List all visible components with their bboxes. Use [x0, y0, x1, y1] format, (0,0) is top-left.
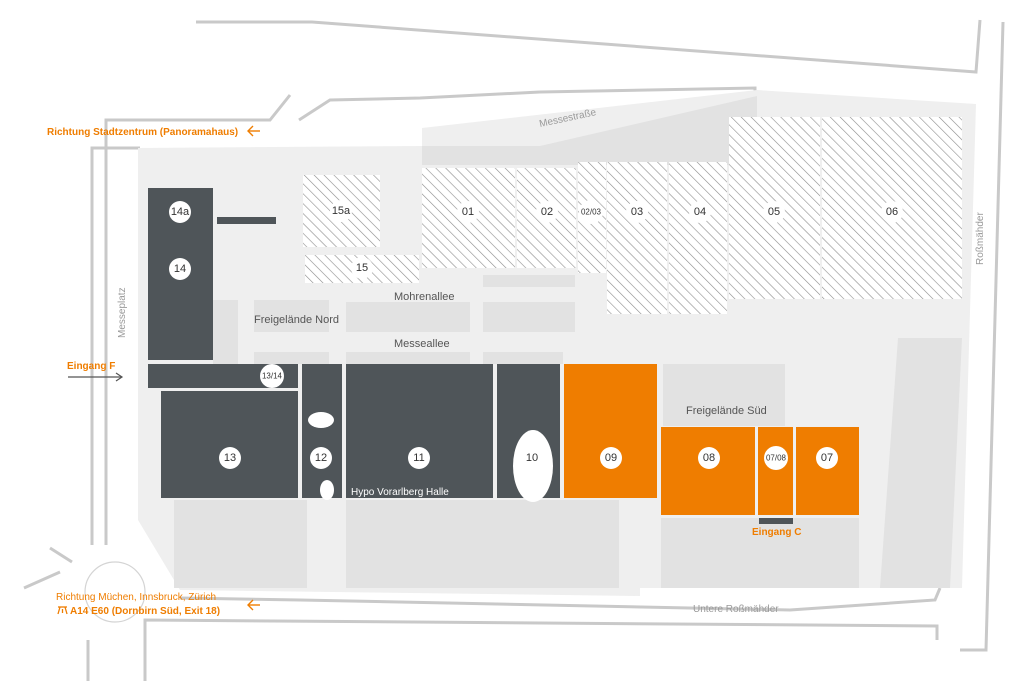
svg-text:13: 13 [224, 452, 236, 464]
svg-text:10: 10 [526, 452, 538, 464]
hall-marker-1314[interactable]: 13/14 [260, 364, 284, 388]
direction-motorway-line1: Richtung Müchen, Innsbruck, Zürich [56, 592, 216, 603]
hall-marker-15a[interactable]: 15a [330, 200, 352, 222]
svg-text:01: 01 [462, 206, 474, 218]
hall-marker-13[interactable]: 13 [219, 447, 241, 469]
hall-marker-12[interactable]: 12 [310, 447, 332, 469]
svg-text:15: 15 [356, 262, 368, 274]
hall-marker-10[interactable]: 10 [521, 447, 543, 469]
roundabout [84, 561, 146, 623]
svg-text:06: 06 [886, 206, 898, 218]
svg-text:15a: 15a [332, 205, 351, 217]
direction-city-centre[interactable]: Richtung Stadtzentrum (Panoramahaus) [47, 125, 260, 138]
hall-marker-11[interactable]: 11 [408, 447, 430, 469]
svg-text:11: 11 [413, 452, 424, 464]
svg-text:05: 05 [768, 206, 780, 218]
open-areas [174, 96, 962, 588]
svg-text:07: 07 [821, 452, 833, 464]
dark-halls [148, 188, 793, 524]
svg-text:14a: 14a [171, 206, 190, 218]
hall-marker-02[interactable]: 02 [536, 201, 558, 223]
street-messeplatz: Messeplatz [117, 287, 128, 338]
svg-text:08: 08 [703, 452, 715, 464]
street-messeallee: Messeallee [394, 338, 450, 350]
direction-motorway[interactable]: Richtung Müchen, Innsbruck, Zürich A14 E… [56, 592, 260, 617]
svg-text:07/08: 07/08 [766, 454, 787, 463]
hall-marker-04[interactable]: 04 [689, 201, 711, 223]
road-lines [23, 19, 1005, 681]
hall-marker-03[interactable]: 03 [626, 201, 648, 223]
area-freigelaende-nord: Freigelände Nord [254, 314, 339, 326]
svg-text:14: 14 [174, 263, 186, 275]
hall-marker-06[interactable]: 06 [881, 201, 903, 223]
label-hypo-hall: Hypo Vorarlberg Halle [351, 487, 449, 498]
street-mohrenallee: Mohrenallee [394, 291, 455, 303]
svg-text:02: 02 [541, 206, 553, 218]
hall-marker-0708[interactable]: 07/08 [764, 446, 788, 470]
svg-text:12: 12 [315, 452, 327, 464]
svg-text:04: 04 [694, 206, 706, 218]
entrance-f[interactable]: Eingang F [67, 361, 124, 382]
entrance-c-label[interactable]: Eingang C [752, 527, 801, 538]
arrow-left-icon [247, 599, 260, 611]
svg-text:13/14: 13/14 [262, 372, 283, 381]
svg-text:02/03: 02/03 [581, 208, 602, 217]
orange-halls [564, 364, 859, 515]
direction-motorway-line2: A14 E60 (Dornbirn Süd, Exit 18) [70, 606, 220, 617]
svg-text:03: 03 [631, 206, 643, 218]
hall-marker-0203[interactable]: 02/03 [579, 200, 603, 224]
hall-marker-08[interactable]: 08 [698, 447, 720, 469]
hall-marker-09[interactable]: 09 [600, 447, 622, 469]
hall-marker-07[interactable]: 07 [816, 447, 838, 469]
street-rossmaehder: Roßmähder [975, 212, 986, 265]
area-freigelaende-sued: Freigelände Süd [686, 405, 767, 417]
hall-marker-05[interactable]: 05 [763, 201, 785, 223]
motorway-icon [57, 606, 68, 615]
direction-city-centre-label: Richtung Stadtzentrum (Panoramahaus) [47, 127, 238, 138]
hall-marker-15[interactable]: 15 [351, 257, 373, 279]
hall-marker-01[interactable]: 01 [457, 201, 479, 223]
hall-marker-14a[interactable]: 14a [169, 201, 191, 223]
street-untere-rossmaehder: Untere Roßmähder [693, 604, 779, 615]
entrance-f-label: Eingang F [67, 361, 115, 372]
arrow-left-icon [247, 125, 260, 137]
hall-marker-14[interactable]: 14 [169, 258, 191, 280]
svg-text:09: 09 [605, 452, 617, 464]
hall-markers: 14a 14 15a 15 01 02 02/03 03 04 05 06 13… [169, 200, 903, 470]
